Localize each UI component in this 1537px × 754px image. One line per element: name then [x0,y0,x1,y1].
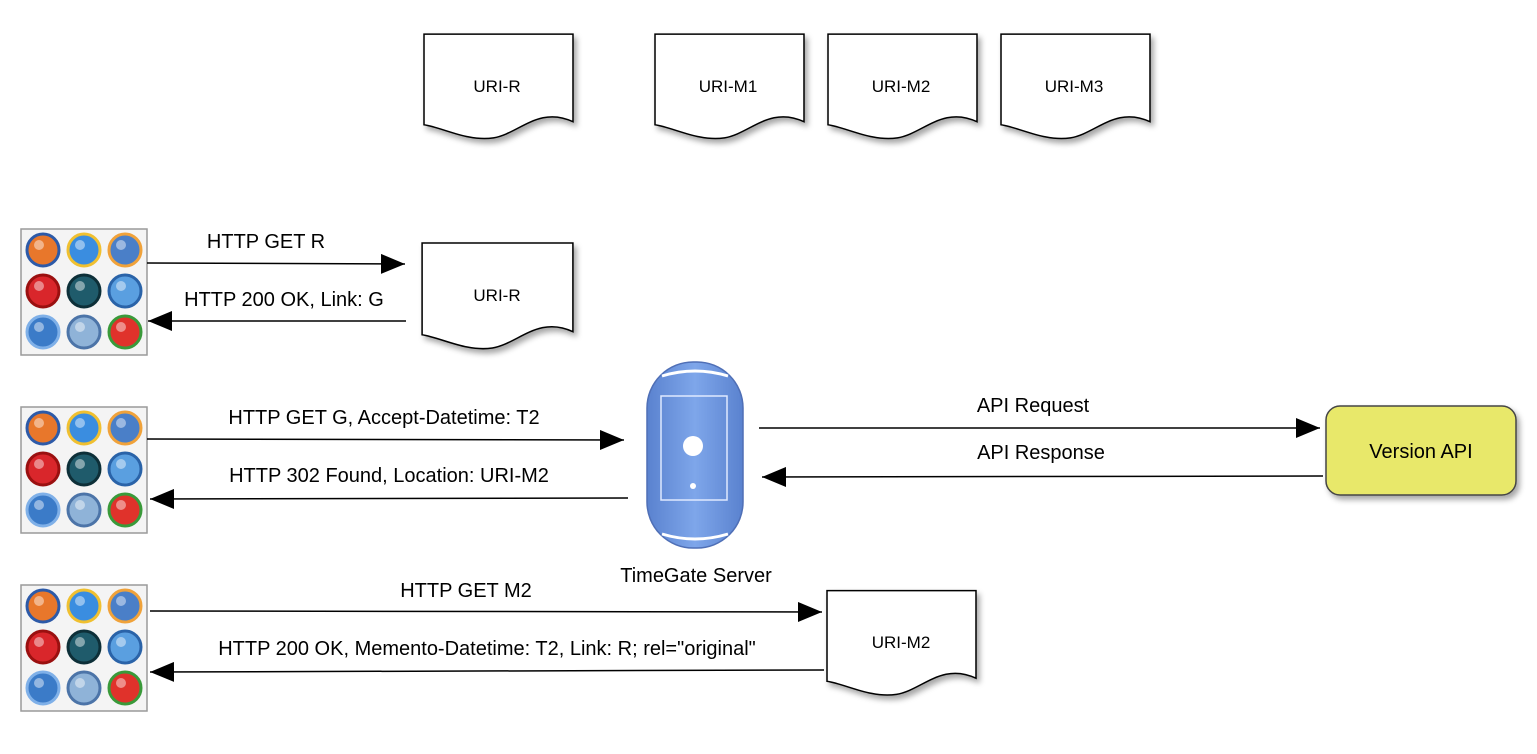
internet-explorer-icon [66,588,102,624]
api-response-arrow [761,466,1324,487]
flow2-response-label: HTTP 302 Found, Location: URI-M2 [229,465,549,487]
top-doc-uri-r-label: URI-R [473,77,520,96]
camino-icon [107,273,143,309]
version-api-label: Version API [1369,441,1472,463]
flow3-target-doc: URI-M2 [827,591,976,695]
netscape-icon [66,629,102,665]
top-doc-uri-m1-label: URI-M1 [699,77,758,96]
timegate-server-icon [646,361,744,549]
chrome-icon [107,670,143,706]
flow2-response-arrow [149,488,629,509]
flow1-target-doc: URI-R [422,243,573,349]
netscape-icon [66,451,102,487]
internet-explorer-icon [66,232,102,268]
firefox-icon [25,588,61,624]
flow2-request-label: HTTP GET G, Accept-Datetime: T2 [228,407,539,429]
top-doc-uri-m1: URI-M1 [655,34,804,138]
mozilla-icon [107,232,143,268]
world-icon [25,492,61,528]
chrome-icon [107,314,143,350]
top-doc-uri-r: URI-R [424,34,573,138]
world-icon [25,670,61,706]
flow3-target-doc-label: URI-M2 [872,633,931,652]
flow2-request-arrow [146,429,625,450]
browser-grid-3 [20,584,148,712]
chrome-icon [107,492,143,528]
flow1-target-doc-label: URI-R [473,286,520,305]
mozilla-icon [107,410,143,446]
api-request-label: API Request [977,395,1090,417]
timegate-server-label: TimeGate Server [620,565,772,587]
camino-icon [107,629,143,665]
firefox-icon [25,232,61,268]
safari-icon [66,670,102,706]
top-doc-uri-m3: URI-M3 [1001,34,1150,138]
browser-grid-2 [20,406,148,534]
mozilla-icon [107,588,143,624]
netscape-icon [66,273,102,309]
internet-explorer-icon [66,410,102,446]
api-response-label: API Response [977,442,1105,464]
camino-icon [107,451,143,487]
flow3-response-arrow [149,661,825,682]
firefox-icon [25,410,61,446]
flow1-request-label: HTTP GET R [207,231,325,253]
flow3-response-label: HTTP 200 OK, Memento-Datetime: T2, Link:… [218,638,756,660]
safari-icon [66,492,102,528]
flow1-request-arrow [146,253,406,274]
flow1-response-label: HTTP 200 OK, Link: G [184,289,384,311]
opera-icon [25,273,61,309]
safari-icon [66,314,102,350]
opera-icon [25,451,61,487]
opera-icon [25,629,61,665]
world-icon [25,314,61,350]
top-doc-uri-m2-label: URI-M2 [872,77,931,96]
flow3-request-arrow [149,601,823,622]
browser-grid-1 [20,228,148,356]
version-api-box: Version API [1325,405,1517,496]
top-doc-uri-m3-label: URI-M3 [1045,77,1104,96]
top-doc-uri-m2: URI-M2 [828,34,977,138]
flow3-request-label: HTTP GET M2 [400,580,532,602]
